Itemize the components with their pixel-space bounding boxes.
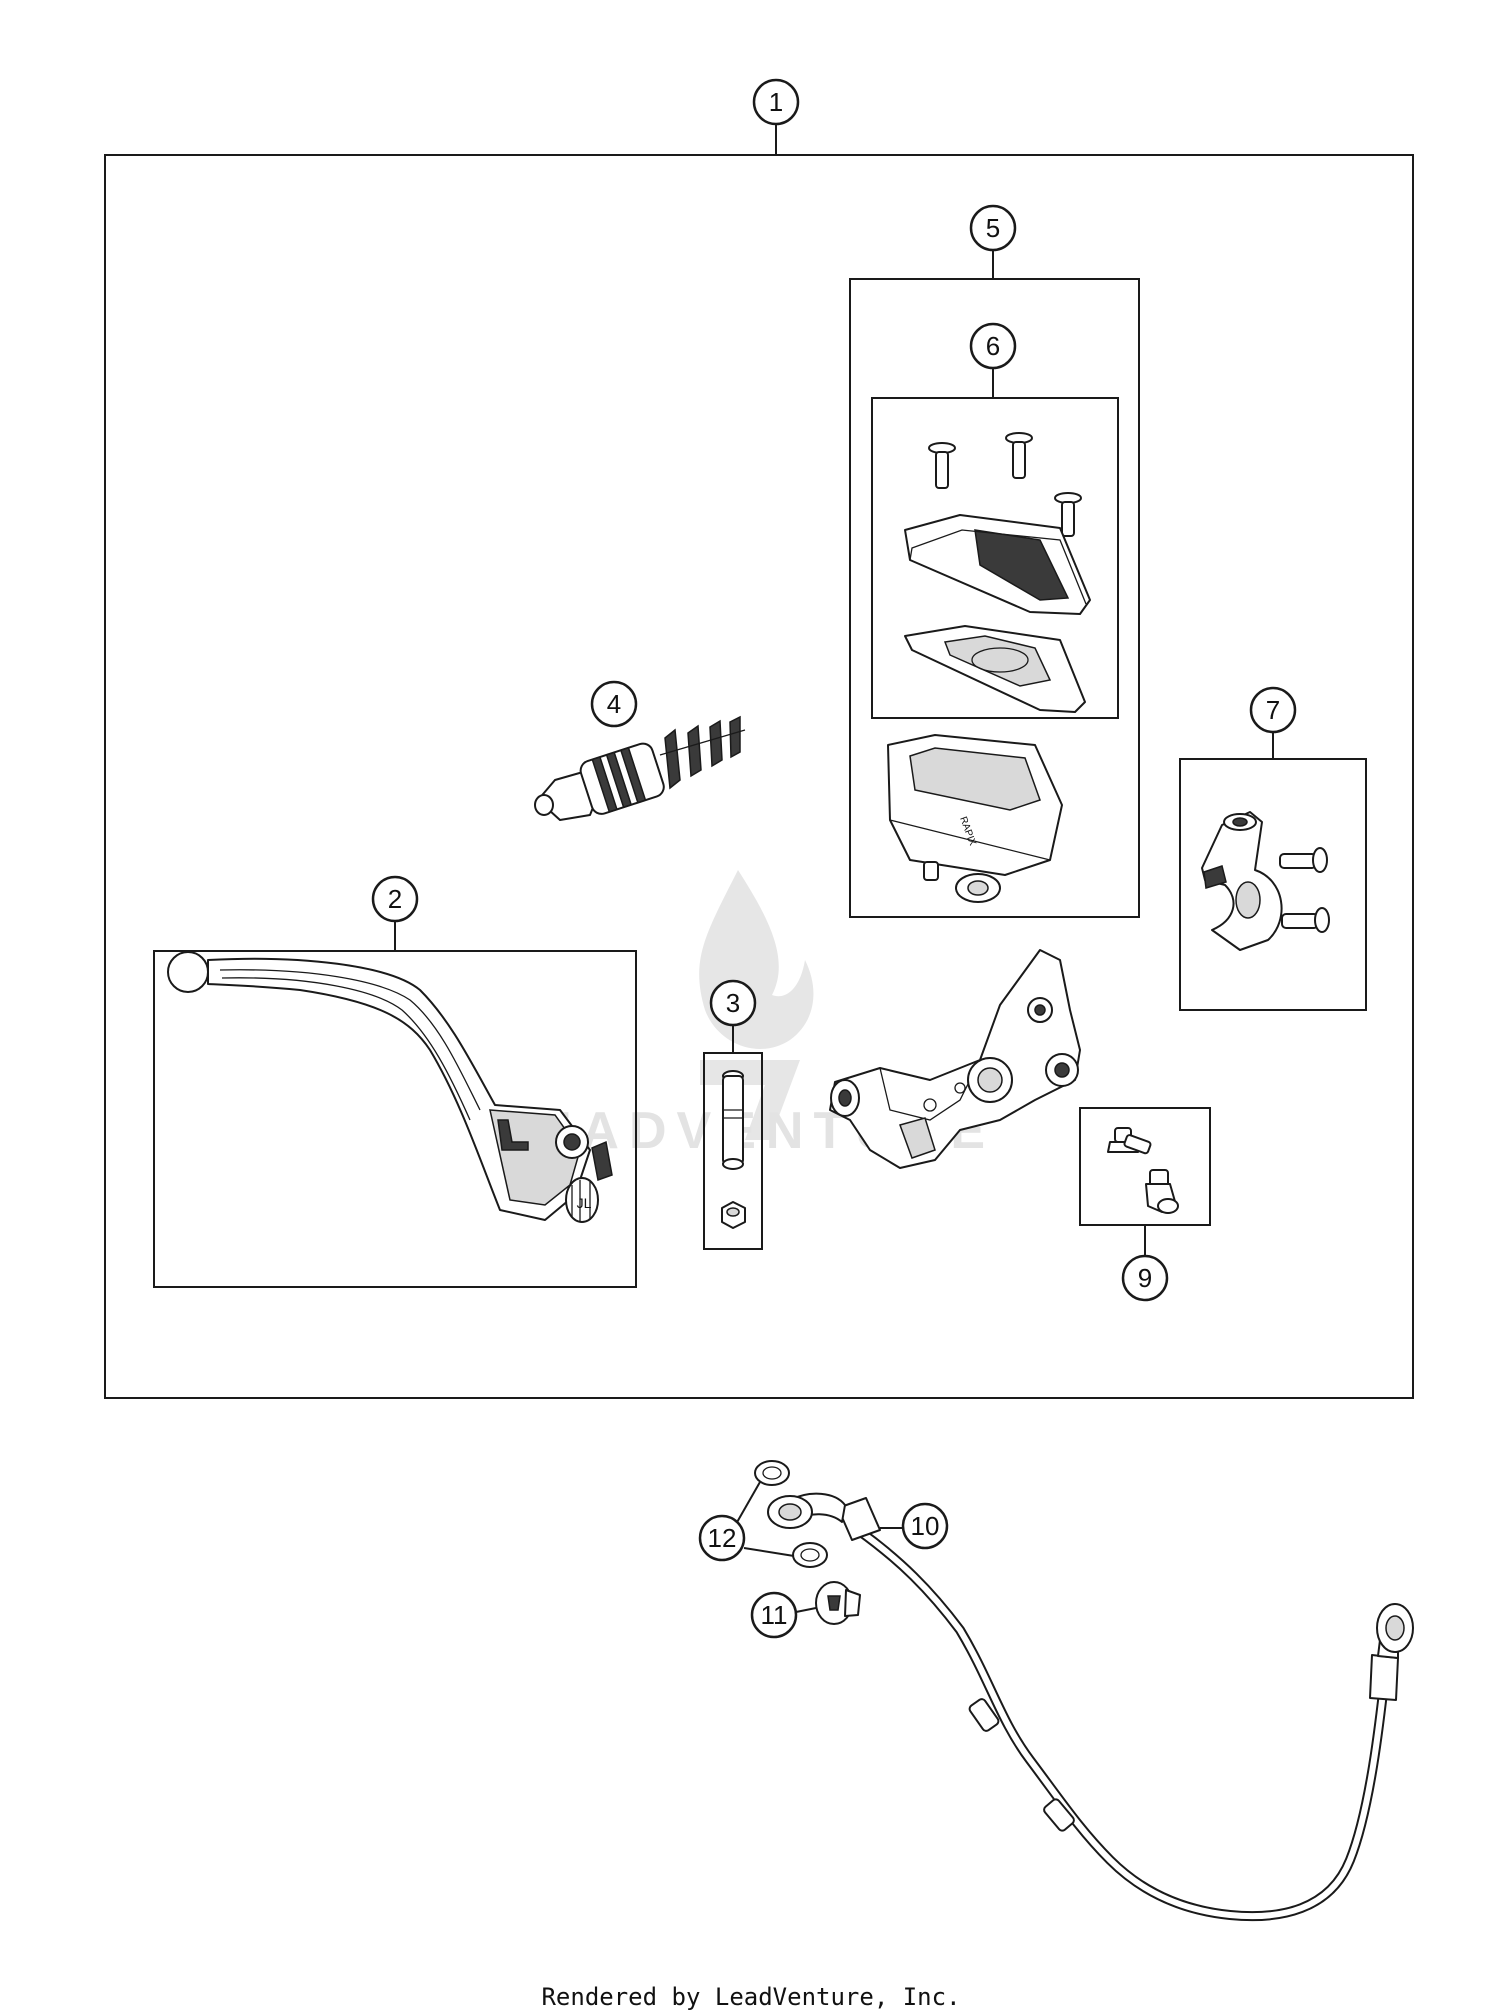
- handlebar-clamp: [1201, 811, 1283, 951]
- callout-label: 10: [911, 1511, 940, 1541]
- callout-label: 3: [726, 988, 740, 1018]
- clutch-lever: JL: [167, 951, 613, 1223]
- assembly-box-bleeder: [1079, 1107, 1211, 1226]
- flame-logo-icon: [699, 870, 814, 1049]
- reservoir-cap: [904, 514, 1091, 615]
- callout-circle: [371, 875, 419, 923]
- callout-label: 9: [1138, 1263, 1152, 1293]
- screw: [1005, 432, 1033, 479]
- screw: [928, 442, 956, 489]
- cover-screws: [928, 432, 1082, 537]
- callout-label: 5: [986, 213, 1000, 243]
- callout-9[interactable]: 9: [1121, 1254, 1169, 1302]
- callout-circle: [752, 78, 800, 126]
- leader-line-12b: [743, 1547, 795, 1557]
- callout-circle: [901, 1502, 949, 1550]
- callout-circle: [698, 1514, 746, 1562]
- leader-line-11: [795, 1607, 817, 1613]
- callout-1[interactable]: 1: [752, 78, 800, 126]
- screw: [1054, 492, 1082, 537]
- callout-6[interactable]: 6: [969, 322, 1017, 370]
- master-cylinder-piston: [534, 715, 746, 821]
- seal-ring: [792, 1542, 828, 1568]
- callout-label: 2: [388, 884, 402, 914]
- assembly-box-main: [104, 154, 1414, 1399]
- callout-label: 6: [986, 331, 1000, 361]
- callout-label: 7: [1266, 695, 1280, 725]
- svg-text:JL: JL: [577, 1195, 592, 1211]
- callout-label: 12: [708, 1523, 737, 1553]
- callout-circle: [969, 322, 1017, 370]
- callout-circle: [590, 680, 638, 728]
- callout-5[interactable]: 5: [969, 204, 1017, 252]
- brake-hose: [767, 1492, 1414, 1922]
- callout-circle: [750, 1591, 798, 1639]
- leader-line-12a: [735, 1481, 761, 1525]
- assembly-box-cover: [871, 397, 1119, 719]
- callout-3[interactable]: 3: [709, 979, 757, 1027]
- screw: [1281, 907, 1330, 933]
- bleeder-cap: [1145, 1169, 1179, 1214]
- callout-circle: [969, 204, 1017, 252]
- callout-circle: [709, 979, 757, 1027]
- callout-7[interactable]: 7: [1249, 686, 1297, 734]
- banjo-bolt: [815, 1581, 861, 1625]
- lever-pivot-nut: [721, 1201, 746, 1229]
- reservoir-body: RAPIX: [887, 734, 1063, 903]
- callout-11[interactable]: 11: [750, 1591, 798, 1639]
- clamp-screws: [1279, 847, 1330, 933]
- callout-2[interactable]: 2: [371, 875, 419, 923]
- screw: [1279, 847, 1328, 873]
- reservoir-diaphragm: [904, 625, 1086, 713]
- callout-10[interactable]: 10: [901, 1502, 949, 1550]
- callout-label: 1: [769, 87, 783, 117]
- master-cylinder-body: [829, 949, 1081, 1169]
- lever-pivot-pin: [722, 1070, 744, 1170]
- callout-12[interactable]: 12: [698, 1514, 746, 1562]
- callout-label: 11: [761, 1600, 788, 1630]
- callout-label: 4: [607, 689, 621, 719]
- assembly-box-reservoir: [849, 278, 1140, 918]
- bleeder-valve: [1107, 1127, 1152, 1155]
- callout-circle: [1121, 1254, 1169, 1302]
- seal-ring: [754, 1460, 790, 1486]
- footer-credit: Rendered by LeadVenture, Inc.: [541, 1983, 960, 2011]
- callout-circle: [1249, 686, 1297, 734]
- callout-4[interactable]: 4: [590, 680, 638, 728]
